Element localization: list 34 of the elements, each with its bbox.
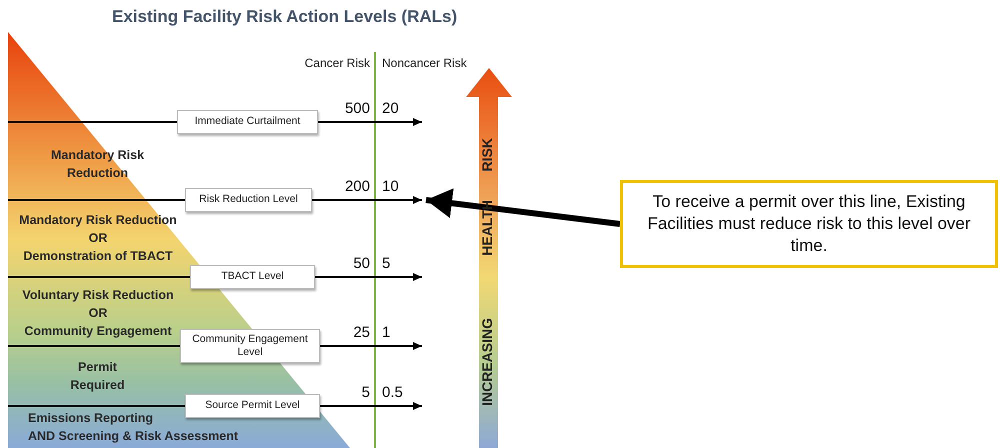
risk-value: 1 [382,324,390,341]
zone-label: Emissions Reporting [28,410,154,427]
arrow [315,273,422,281]
zone-label: Demonstration of TBACT [22,248,174,265]
column-header: Cancer Risk [304,56,370,70]
level-label: Community Engagement Level [180,329,320,363]
column-header: Noncancer Risk [382,56,467,70]
level-label: Risk Reduction Level [185,188,312,212]
zone-label: Community Engagement [23,323,173,340]
zone-label: OR [88,305,108,322]
risk-value: 200 [344,178,370,195]
zone-label: AND Screening & Risk Assessment [28,428,238,445]
title: Existing Facility Risk Action Levels (RALs) [112,7,458,27]
zone-label: Voluntary Risk Reduction [21,287,175,304]
risk-value: 5 [360,384,370,401]
callout-arrow [426,188,620,227]
arrow [320,342,422,350]
arrow [312,196,422,204]
risk-value: 20 [382,100,399,117]
arrow [320,402,422,410]
risk-value: 0.5 [382,384,403,401]
zone-label: Permit Required [69,359,126,394]
callout-box: To receive a permit over this line, Existing Facilities must reduce risk to this level over time. [620,180,998,268]
level-label: Immediate Curtailment [177,110,318,134]
risk-value: 50 [352,255,370,272]
level-label: TBACT Level [190,265,315,289]
arrow [318,118,422,126]
arrow-label: RISK [479,138,495,172]
arrow-label: INCREASING [479,318,495,406]
risk-value: 500 [344,100,370,117]
risk-value: 10 [382,178,399,195]
zone-label: OR [88,230,108,247]
level-label: Source Permit Level [185,394,320,418]
risk-value: 5 [382,255,390,272]
